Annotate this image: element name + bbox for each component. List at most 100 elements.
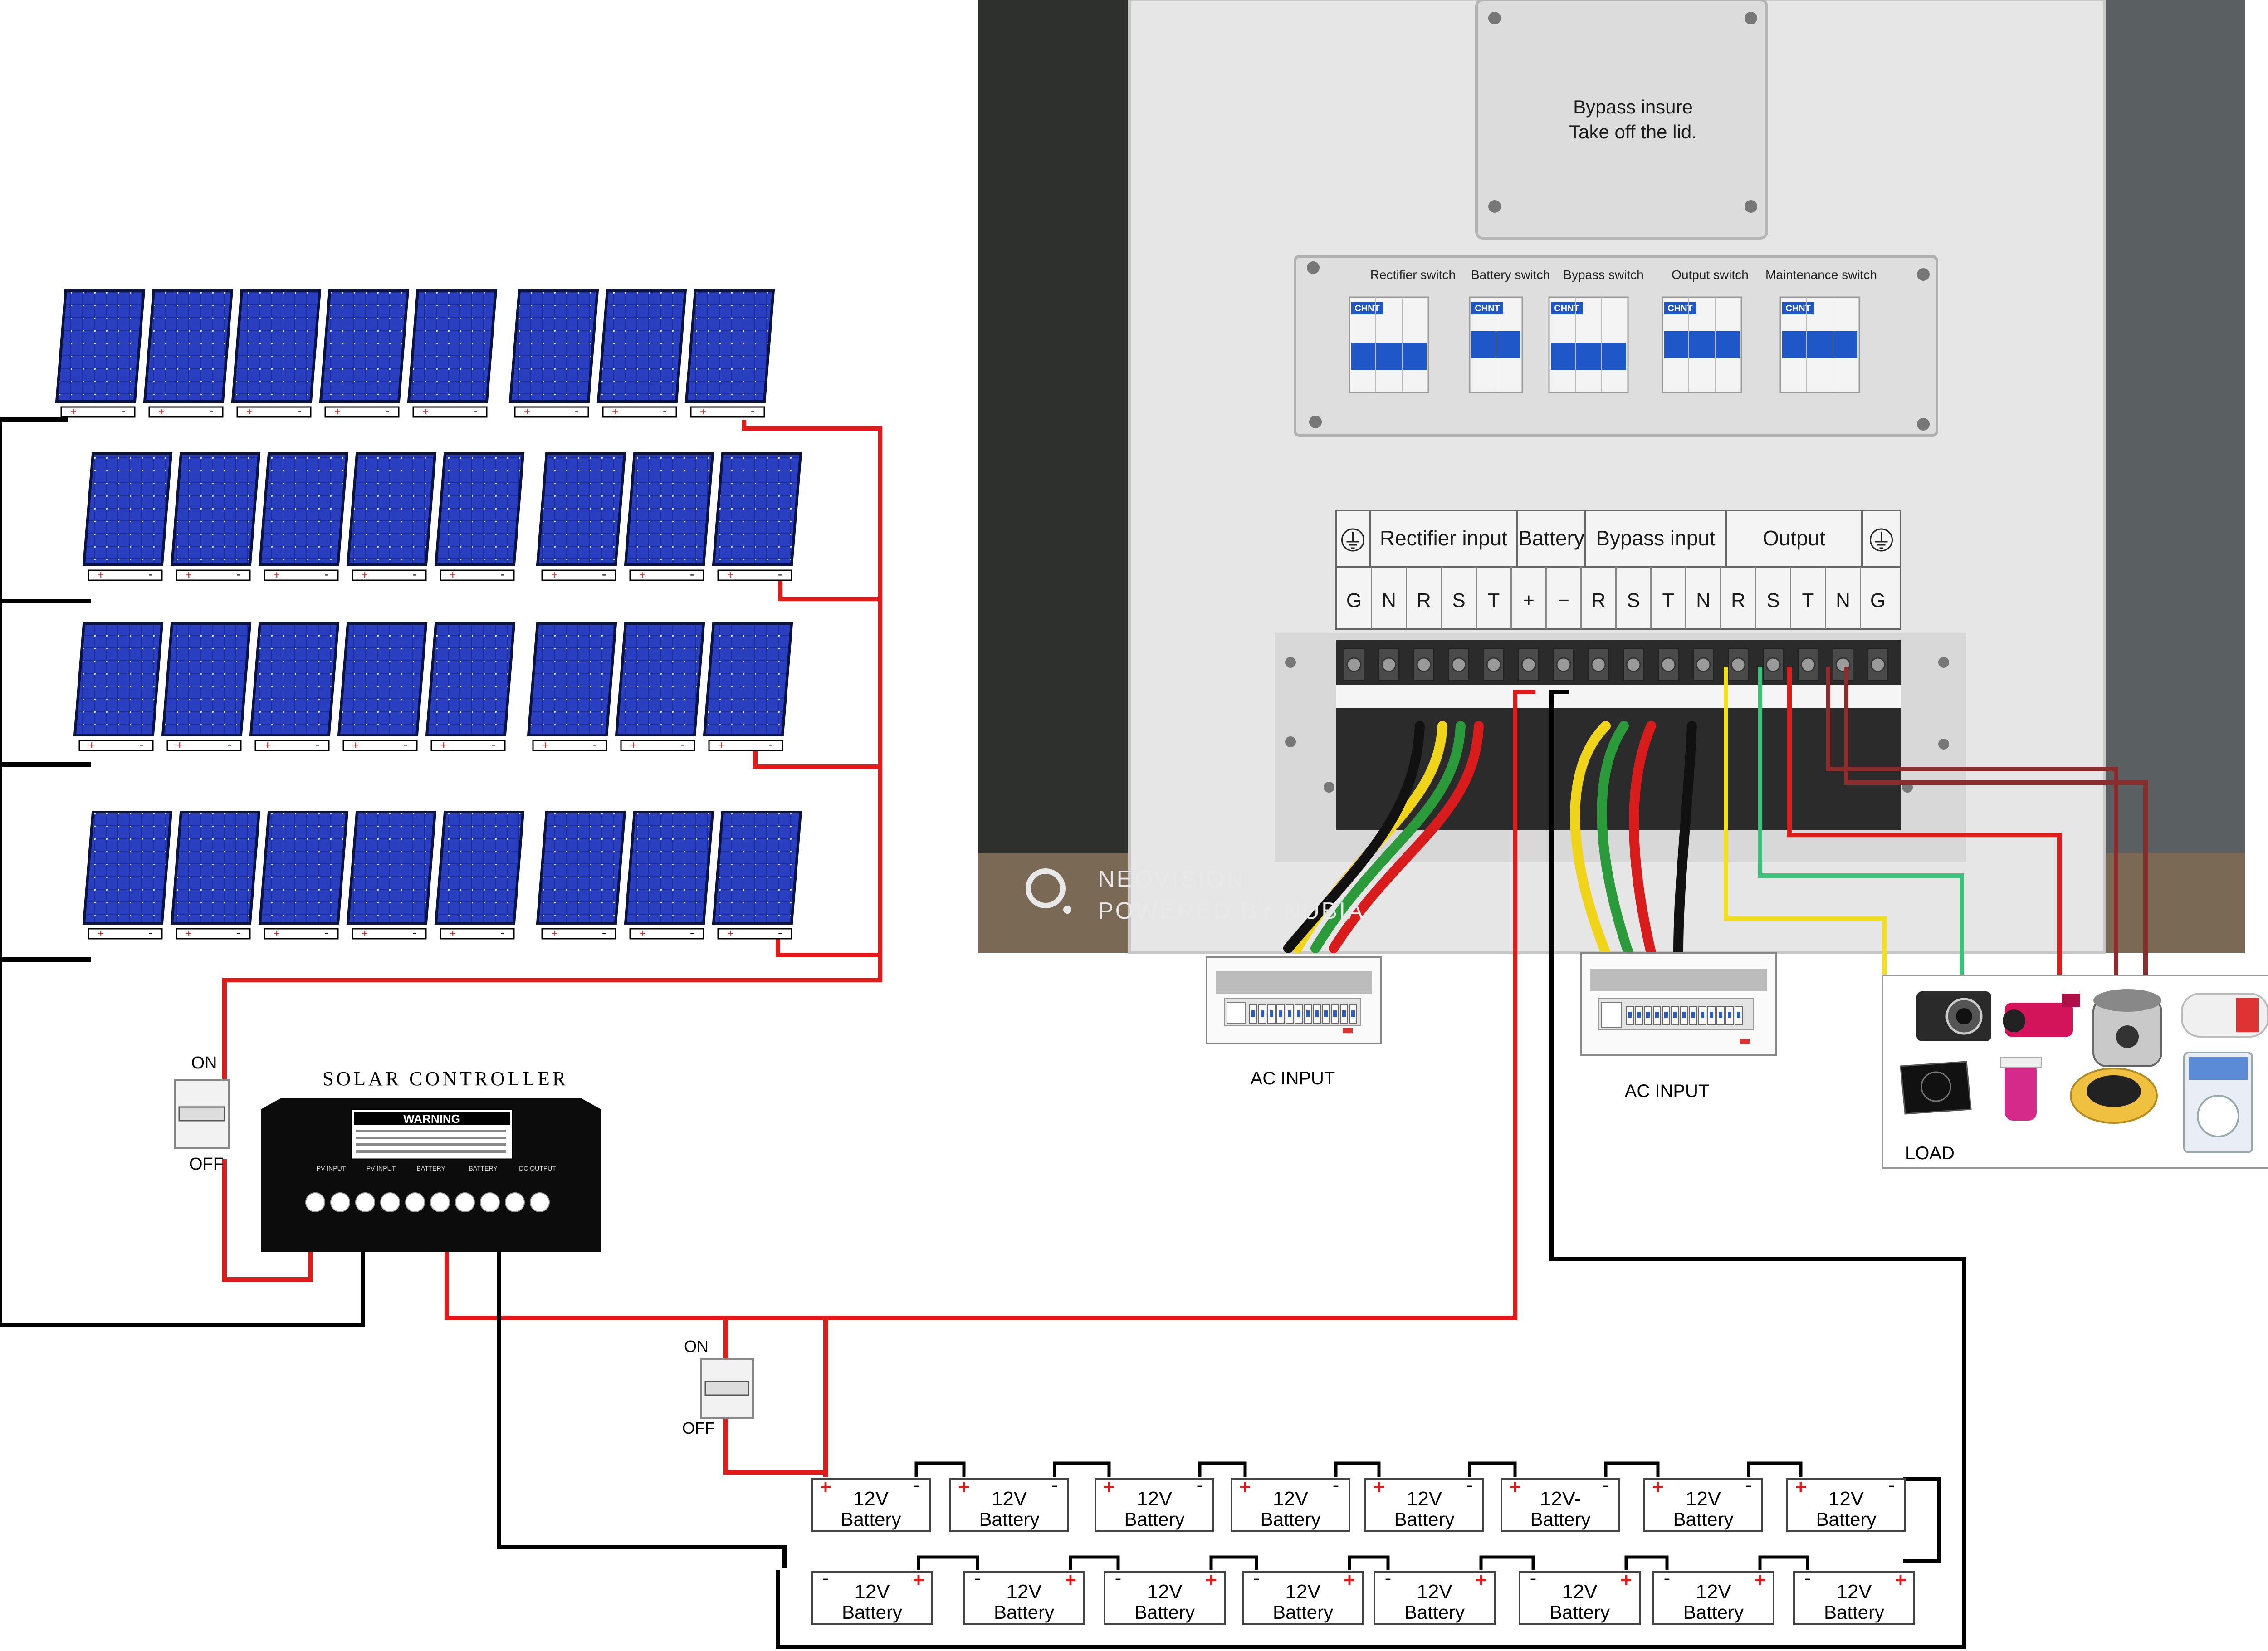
solar-panel: +- bbox=[170, 452, 261, 581]
battery-plus: + bbox=[913, 1569, 924, 1591]
ac-input-label-2: AC INPUT bbox=[1625, 1081, 1710, 1101]
solar-panel: +- bbox=[536, 452, 626, 581]
controller-terminal[interactable] bbox=[305, 1192, 325, 1212]
panel-plus-terminal: + bbox=[551, 569, 557, 581]
bypass-lid bbox=[1475, 0, 1768, 240]
panel-minus-terminal: - bbox=[491, 737, 495, 751]
panel-minus-terminal: - bbox=[575, 404, 579, 418]
controller-terminal-label: BATTERY bbox=[469, 1165, 498, 1172]
controller-terminal[interactable] bbox=[355, 1192, 375, 1212]
solar-panel: +- bbox=[143, 289, 234, 418]
cabinet-breaker[interactable]: CHNT bbox=[1548, 296, 1629, 393]
battery-minus: - bbox=[1603, 1474, 1609, 1496]
solar-panel: +- bbox=[161, 622, 252, 751]
breaker-brand-label: CHNT bbox=[1785, 304, 1811, 314]
controller-terminal[interactable] bbox=[330, 1192, 350, 1212]
pv-switch[interactable]: ON OFF bbox=[174, 1053, 230, 1174]
controller-terminal[interactable] bbox=[430, 1192, 450, 1212]
battery-name: Battery bbox=[1824, 1602, 1884, 1623]
battery-minus: - bbox=[1333, 1474, 1339, 1496]
battery-switch-on-label: ON bbox=[684, 1337, 709, 1356]
terminal-letter: G bbox=[1870, 589, 1886, 612]
panel-plus-terminal: + bbox=[186, 569, 192, 581]
battery-switch[interactable]: ON OFF bbox=[682, 1337, 754, 1437]
panel-plus-terminal: + bbox=[88, 739, 95, 751]
output-wire-green bbox=[1758, 667, 1964, 980]
controller-terminal[interactable] bbox=[480, 1192, 500, 1212]
panel-minus-terminal: - bbox=[148, 567, 152, 581]
controller-terminal[interactable] bbox=[505, 1192, 525, 1212]
panel-minus-terminal: - bbox=[121, 404, 125, 418]
solar-panel: +- bbox=[82, 452, 173, 581]
inverter-cabinet-photo: Bypass insure Take off the lid. Rectifie… bbox=[978, 0, 2245, 958]
terminal-letter: N bbox=[1696, 589, 1711, 612]
terminal-letter: S bbox=[1452, 589, 1465, 612]
terminal-letter: G bbox=[1346, 589, 1362, 612]
battery-voltage: 12V bbox=[1006, 1581, 1042, 1603]
output-wire-red bbox=[1787, 667, 2062, 989]
battery-name: Battery bbox=[1683, 1602, 1744, 1623]
kettle-icon bbox=[2000, 1057, 2042, 1121]
battery-voltage: 12V bbox=[1696, 1581, 1731, 1603]
battery-minus: - bbox=[1197, 1474, 1203, 1496]
panel-minus-terminal: - bbox=[324, 926, 328, 940]
battery-minus: - bbox=[974, 1567, 981, 1589]
pressure-cooker-icon bbox=[2092, 989, 2162, 1067]
battery-minus: - bbox=[1745, 1474, 1752, 1496]
cabinet-breaker[interactable]: CHNT bbox=[1469, 296, 1523, 393]
battery-name: Battery bbox=[1549, 1602, 1610, 1623]
solar-panel: +- bbox=[434, 452, 525, 581]
terminal-letter: S bbox=[1766, 589, 1779, 612]
controller-warning-text: WARNING bbox=[403, 1112, 460, 1126]
controller-terminal[interactable] bbox=[530, 1192, 550, 1212]
solar-panel-array: +-+-+-+-+-+-+-+-+-+-+-+-+-+-+-+-+-+-+-+-… bbox=[55, 289, 802, 940]
battery-name: Battery bbox=[1394, 1509, 1454, 1530]
battery-minus: - bbox=[1466, 1474, 1473, 1496]
battery-minus: - bbox=[1664, 1567, 1671, 1589]
cabinet-switch-label: Output switch bbox=[1672, 268, 1749, 282]
battery-name: Battery bbox=[1530, 1509, 1590, 1530]
battery-plus: + bbox=[1652, 1476, 1664, 1498]
panel-minus-terminal: - bbox=[236, 567, 240, 581]
cabinet-breaker[interactable]: CHNT bbox=[1779, 296, 1860, 393]
controller-terminal[interactable] bbox=[405, 1192, 425, 1212]
panel-plus-terminal: + bbox=[362, 569, 368, 581]
battery-voltage: 12V bbox=[1285, 1581, 1321, 1603]
solar-panel: +- bbox=[712, 811, 802, 940]
panel-plus-terminal: + bbox=[639, 927, 645, 940]
panel-plus-terminal: + bbox=[352, 739, 359, 751]
panel-minus-terminal: - bbox=[602, 567, 606, 581]
cabinet-switch-label: Battery switch bbox=[1471, 268, 1550, 282]
panel-minus-terminal: - bbox=[403, 737, 407, 751]
panel-plus-terminal: + bbox=[274, 927, 280, 940]
load-box: LOAD bbox=[1882, 975, 2268, 1169]
cabinet-breaker[interactable]: CHNT bbox=[1662, 296, 1742, 393]
panel-plus-terminal: + bbox=[274, 569, 280, 581]
solar-panel: +- bbox=[346, 811, 437, 940]
battery-voltage: 12V bbox=[853, 1488, 889, 1510]
controller-terminal[interactable] bbox=[380, 1192, 400, 1212]
battery-name: Battery bbox=[1273, 1602, 1333, 1623]
watermark-line1: NEOVISION bbox=[1098, 866, 1245, 892]
battery-name: Battery bbox=[841, 1509, 901, 1530]
cabinet-breaker[interactable]: CHNT bbox=[1349, 296, 1429, 393]
panel-minus-terminal: - bbox=[500, 567, 504, 581]
controller-terminal[interactable] bbox=[455, 1192, 475, 1212]
panel-plus-terminal: + bbox=[334, 406, 341, 418]
battery-name: Battery bbox=[994, 1602, 1054, 1623]
panel-plus-terminal: + bbox=[727, 927, 733, 940]
panel-minus-terminal: - bbox=[769, 737, 773, 751]
battery-plus: + bbox=[1103, 1476, 1115, 1498]
controller-terminal-label: PV INPUT bbox=[367, 1165, 396, 1172]
panel-plus-terminal: + bbox=[176, 739, 183, 751]
